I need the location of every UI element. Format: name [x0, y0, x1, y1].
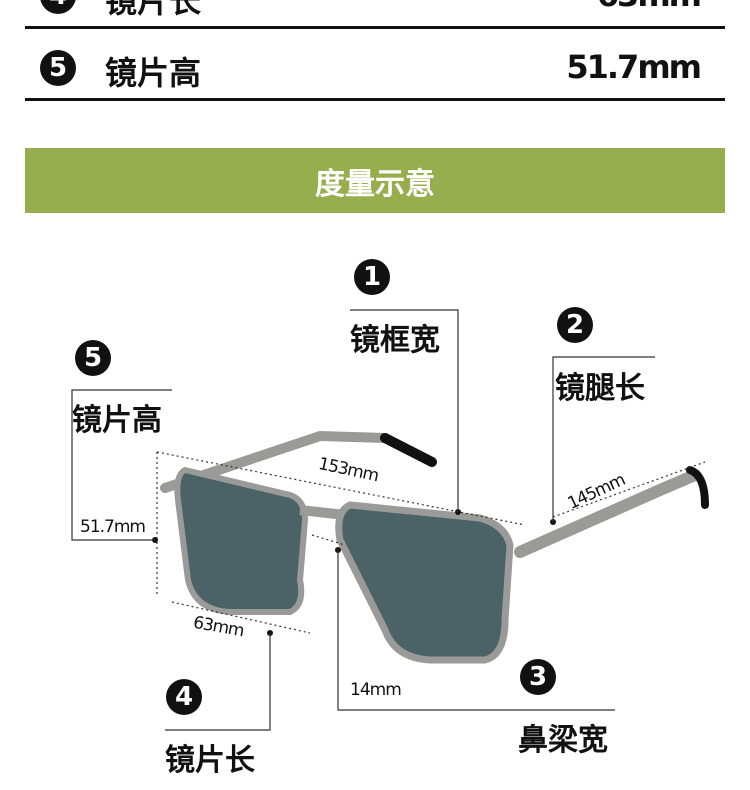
dimension-guides — [156, 451, 706, 634]
callout-5-number: 5 — [75, 340, 111, 376]
section-title: 度量示意 — [25, 148, 725, 213]
callout-3-number: 3 — [520, 659, 556, 695]
callout-4-number: 4 — [166, 679, 202, 715]
row-4-label: 镜片长 — [105, 0, 202, 20]
callout-2-number: 2 — [557, 307, 593, 343]
callout-frame-width-label: 镜框宽 — [350, 323, 440, 358]
callout-lens-length-label: 镜片长 — [165, 743, 255, 778]
left-lens — [174, 466, 309, 615]
row-divider — [25, 98, 725, 101]
row-5-value: 51.7mm — [566, 48, 702, 86]
temples — [160, 430, 709, 558]
lens-height-value: 51.7mm — [80, 517, 146, 537]
right-lens — [335, 501, 514, 664]
row-divider — [25, 26, 725, 29]
callout-1-number: 1 — [354, 259, 390, 295]
row-5-label: 镜片高 — [105, 54, 202, 92]
callout-temple-length-label: 镜腿长 — [555, 371, 645, 406]
leader-lines — [71, 309, 655, 731]
callout-bridge-width-label: 鼻梁宽 — [518, 723, 608, 758]
row-5-number: 5 — [40, 50, 76, 86]
callout-lens-height-label: 镜片高 — [72, 403, 162, 438]
bridge-width-value: 14mm — [350, 680, 402, 700]
row-4-value: 63mm — [597, 0, 702, 14]
row-4-number: 4 — [40, 0, 76, 14]
